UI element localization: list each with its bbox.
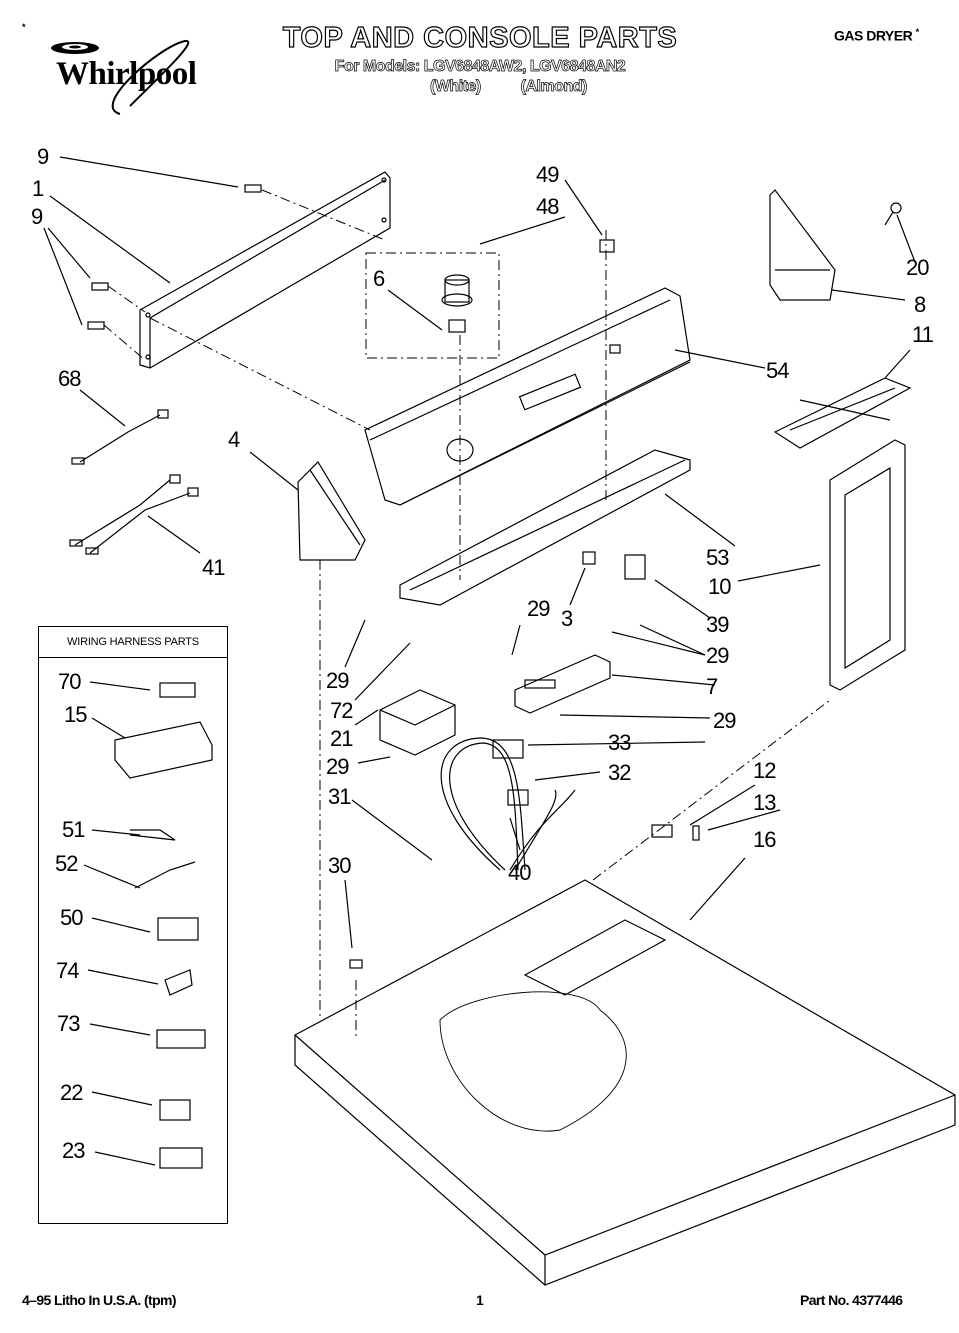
marker: * — [22, 22, 26, 32]
page-number: 1 — [476, 1292, 484, 1308]
part-39-switch — [624, 554, 646, 580]
footer-print-info: 4–95 Litho In U.S.A. (tpm) — [22, 1292, 177, 1308]
part-4-endcap — [297, 461, 366, 561]
callout-49: 49 — [536, 162, 560, 187]
part-41-wire — [69, 474, 199, 555]
callout-3: 3 — [561, 606, 573, 631]
callout-70: 70 — [58, 669, 82, 694]
callout-73: 73 — [57, 1011, 81, 1036]
harness-leaders — [83, 681, 159, 1166]
part-6-knob — [441, 274, 473, 333]
callout-53: 53 — [706, 545, 730, 570]
callout-21: 21 — [330, 726, 354, 751]
part-30-clip — [349, 959, 363, 969]
part-number: Part No. 4377446 — [800, 1292, 903, 1308]
callout-23: 23 — [62, 1138, 86, 1163]
callout-22: 22 — [60, 1080, 84, 1105]
part-68-wire — [71, 409, 169, 465]
part-12-clip — [651, 824, 673, 838]
callout-32: 32 — [608, 760, 632, 785]
wiring-harness-panel: WIRING HARNESS PARTS — [38, 626, 228, 1224]
leader-lines — [43, 156, 916, 949]
page-title: TOP AND CONSOLE PARTS — [282, 21, 678, 54]
callout-48: 48 — [536, 194, 560, 219]
callout-29-c: 29 — [326, 668, 350, 693]
brand-name: Whirlpool — [56, 56, 197, 92]
callout-16: 16 — [753, 827, 777, 852]
parts-33-32 — [492, 739, 529, 806]
callout-13: 13 — [753, 790, 777, 815]
model-variants: (White) (Almond) — [430, 78, 623, 96]
part-3-switch — [582, 551, 596, 565]
callout-12: 12 — [753, 758, 777, 783]
callout-29-b: 29 — [706, 643, 730, 668]
whirlpool-logo: Whirlpool — [40, 36, 210, 116]
part-16-top-panel — [294, 879, 956, 1286]
callout-6: 6 — [373, 266, 385, 291]
harness-parts-art — [114, 682, 213, 1169]
part-7-switch-bank — [514, 654, 611, 714]
callout-20: 20 — [906, 255, 930, 280]
callout-41: 41 — [202, 555, 226, 580]
callout-68: 68 — [58, 366, 82, 391]
part-21-timer — [379, 689, 456, 756]
callout-74: 74 — [56, 958, 80, 983]
callout-9-top: 9 — [37, 144, 49, 169]
product-type: GAS DRYER * — [834, 27, 919, 44]
variant-almond: (Almond) — [520, 78, 587, 96]
part-49-button — [599, 239, 615, 253]
knob-group-box — [365, 252, 500, 359]
callout-30: 30 — [328, 853, 352, 878]
callout-1: 1 — [32, 176, 44, 201]
models-line: For Models: LGV6848AW2, LGV6848AN2 — [334, 58, 626, 76]
callout-31: 31 — [328, 784, 352, 809]
variant-white: (White) — [430, 78, 482, 96]
callout-51: 51 — [62, 817, 86, 842]
wiring-harness-title: WIRING HARNESS PARTS — [39, 627, 227, 658]
callout-72: 72 — [330, 698, 354, 723]
part-53-channel — [399, 449, 691, 606]
part-13-screw — [692, 825, 700, 841]
callout-11: 11 — [912, 322, 934, 347]
callout-54: 54 — [766, 358, 790, 383]
callout-10: 10 — [708, 574, 732, 599]
callout-33: 33 — [608, 730, 632, 755]
callout-52: 52 — [55, 851, 79, 876]
callout-29-e: 29 — [326, 754, 350, 779]
callout-39: 39 — [706, 612, 730, 637]
part-8-bracket — [769, 189, 836, 301]
callout-9-lower: 9 — [31, 204, 43, 229]
part-54-console — [364, 287, 691, 506]
part-10-housing — [829, 439, 906, 691]
callout-29-d: 29 — [713, 708, 737, 733]
callout-40: 40 — [508, 860, 532, 885]
part-20-screw — [884, 202, 902, 226]
part-40-harness — [440, 737, 576, 871]
callout-29-a: 29 — [527, 596, 551, 621]
callout-50: 50 — [60, 905, 84, 930]
part-11-lid — [773, 377, 912, 449]
part-1-bracket — [139, 171, 391, 369]
callout-8: 8 — [914, 292, 926, 317]
callout-4: 4 — [228, 427, 240, 452]
callout-15: 15 — [64, 702, 88, 727]
callout-7: 7 — [706, 674, 718, 699]
